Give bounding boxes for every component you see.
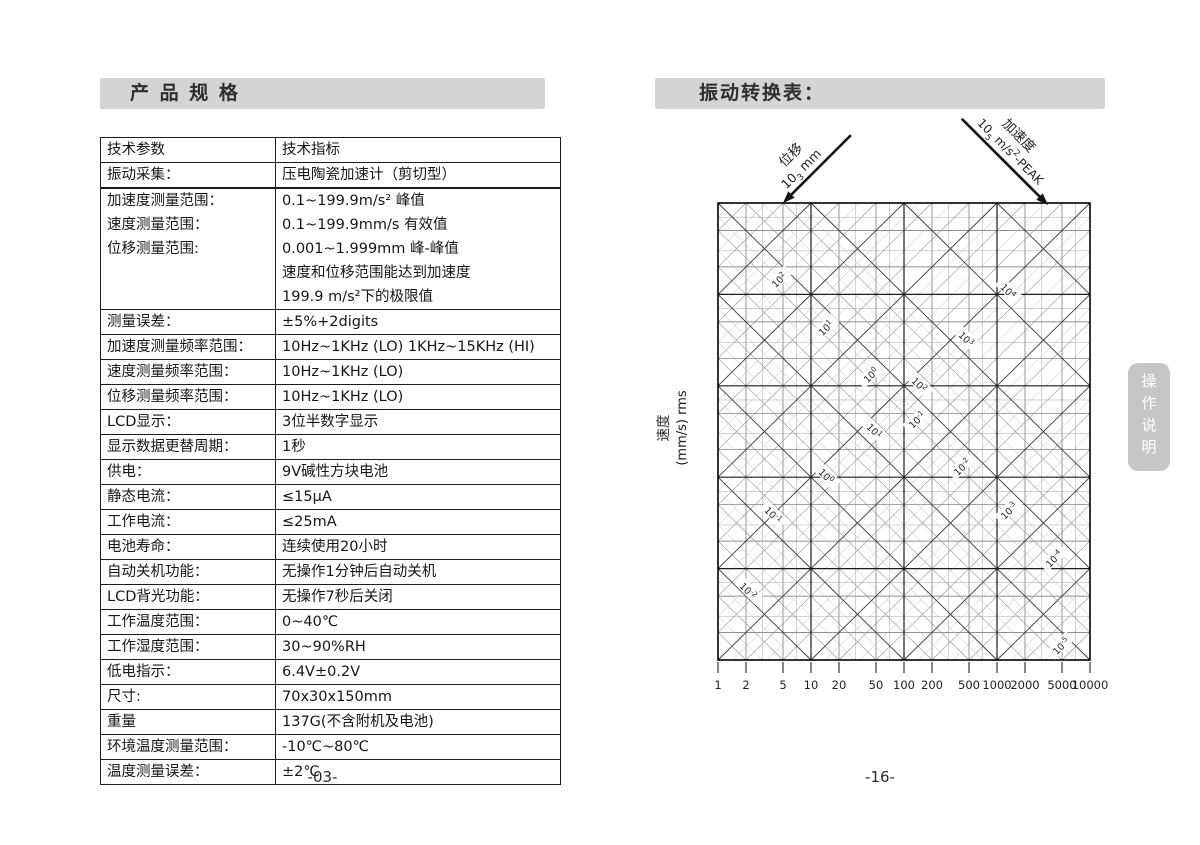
spec-label-cell: 供电： [100,459,276,485]
right-section-title: 振动转换表： [699,82,826,104]
table-row: 自动关机功能：无操作1分钟后自动关机 [100,559,561,585]
table-row: 显示数据更替周期：1秒 [100,434,561,460]
spec-label-cell: 工作温度范围： [100,609,276,635]
spec-value-cell: 技术指标 [275,137,561,163]
page-number-left: -03- [307,768,338,786]
spec-label-cell: 重量 [100,709,276,735]
spec-value-cell: ≤25mA [275,509,561,535]
spec-label-cell: 技术参数 [100,137,276,163]
spec-table: 技术参数技术指标振动采集：压电陶瓷加速计（剪切型）加速度测量范围：速度测量范围：… [100,137,561,785]
table-row: 低电指示：6.4V±0.2V [100,659,561,685]
table-row: 环境温度测量范围：-10℃~80℃ [100,734,561,760]
spec-label-cell: 测量误差： [100,309,276,335]
x-tick-label: 5000 [1047,678,1076,692]
spec-label-cell: LCD背光功能： [100,584,276,610]
svg-text:速度: 速度 [656,415,672,442]
spec-label-cell: 位移测量频率范围： [100,384,276,410]
x-tick-label: 50 [869,678,884,692]
table-row: 加速度测量频率范围：10Hz~1KHz (LO) 1KHz~15KHz (HI) [100,334,561,360]
spec-label-cell: 振动采集： [100,162,276,189]
spec-label-cell: 自动关机功能： [100,559,276,585]
table-row: 供电：9V碱性方块电池 [100,459,561,485]
x-tick-label: 5 [779,678,786,692]
table-row: 位移测量频率范围：10Hz~1KHz (LO) [100,384,561,410]
table-row: 振动采集：压电陶瓷加速计（剪切型） [100,162,561,189]
spec-value-cell: 10Hz~1KHz (LO) 1KHz~15KHz (HI) [275,334,561,360]
svg-text:(mm/s) rms: (mm/s) rms [675,390,690,466]
x-tick-label: 100 [893,678,915,692]
acceleration-line-label: 10-2 [734,575,763,605]
vibration-conversion-chart: 10210110010-110-210-310-410-510410310210… [656,116,1109,692]
x-tick-label: 200 [921,678,943,692]
spec-value-cell: ±5%+2digits [275,309,561,335]
displacement-line-label: 10-1 [902,405,931,434]
spec-label-cell: 环境温度测量范围： [100,734,276,760]
x-tick-label: 20 [832,678,847,692]
table-row: 速度测量频率范围：10Hz~1KHz (LO) [100,359,561,385]
spec-label-cell: 低电指示： [100,659,276,685]
spec-value-cell: 1秒 [275,434,561,460]
x-tick-label: 1 [714,678,721,692]
table-row: 温度测量误差：±2℃ [100,759,561,785]
table-row: 测量误差：±5%+2digits [100,309,561,335]
spec-label-cell: 尺寸: [100,684,276,710]
right-section-header: 振动转换表： [655,78,1105,109]
spec-value-cell: ±2℃ [275,759,561,785]
table-row: 尺寸:70x30x150mm [100,684,561,710]
spec-label-cell: LCD显示： [100,409,276,435]
table-row: 静态电流：≤15μA [100,484,561,510]
spec-label-cell: 工作电流： [100,509,276,535]
spec-value-cell: 0~40℃ [275,609,561,635]
table-row: 工作温度范围：0~40℃ [100,609,561,635]
spec-label-cell: 加速度测量范围：速度测量范围：位移测量范围: [100,187,276,310]
displacement-line-label: 10-3 [994,496,1023,525]
spec-value-cell: 压电陶瓷加速计（剪切型） [275,162,561,189]
spec-value-cell: 6.4V±0.2V [275,659,561,685]
spec-value-cell: 137G(不含附机及电池) [275,709,561,735]
left-section-title: 产 品 规 格 [130,82,240,104]
spec-value-cell: 无操作1分钟后自动关机 [275,559,561,585]
spec-label-cell: 温度测量误差： [100,759,276,785]
spec-label-cell: 工作湿度范围： [100,634,276,660]
spec-value-cell: -10℃~80℃ [275,734,561,760]
spec-label-cell: 静态电流： [100,484,276,510]
table-row: 工作湿度范围：30~90%RH [100,634,561,660]
side-tab-operating-instructions: 操作说明 [1128,363,1170,471]
spec-value-cell: 30~90%RH [275,634,561,660]
spec-value-cell: 10Hz~1KHz (LO) [275,359,561,385]
table-row: LCD显示：3位半数字显示 [100,409,561,435]
spec-label-cell: 速度测量频率范围： [100,359,276,385]
spec-label-cell: 显示数据更替周期： [100,434,276,460]
spec-value-cell: 70x30x150mm [275,684,561,710]
left-section-header: 产 品 规 格 [100,78,545,109]
spec-value-cell: 3位半数字显示 [275,409,561,435]
spec-label-cell: 电池寿命： [100,534,276,560]
spec-value-cell: 9V碱性方块电池 [275,459,561,485]
spec-value-cell: 无操作7秒后关闭 [275,584,561,610]
spec-value-cell: ≤15μA [275,484,561,510]
x-tick-label: 10 [804,678,819,692]
page-number-right: -16- [865,768,895,786]
spec-label-cell: 加速度测量频率范围： [100,334,276,360]
x-tick-label: 10000 [1072,678,1109,692]
spec-value-cell: 连续使用20小时 [275,534,561,560]
table-row: 电池寿命：连续使用20小时 [100,534,561,560]
x-tick-label: 1000 [982,678,1011,692]
x-tick-label: 2 [742,678,749,692]
table-row: 技术参数技术指标 [100,137,561,163]
x-tick-label: 2000 [1010,678,1039,692]
table-row: LCD背光功能：无操作7秒后关闭 [100,584,561,610]
acceleration-line-label: 104 [994,276,1023,305]
table-row: 工作电流：≤25mA [100,509,561,535]
spec-value-cell: 10Hz~1KHz (LO) [275,384,561,410]
x-tick-label: 500 [958,678,980,692]
y-axis-title: 速度(mm/s) rms [656,390,690,466]
